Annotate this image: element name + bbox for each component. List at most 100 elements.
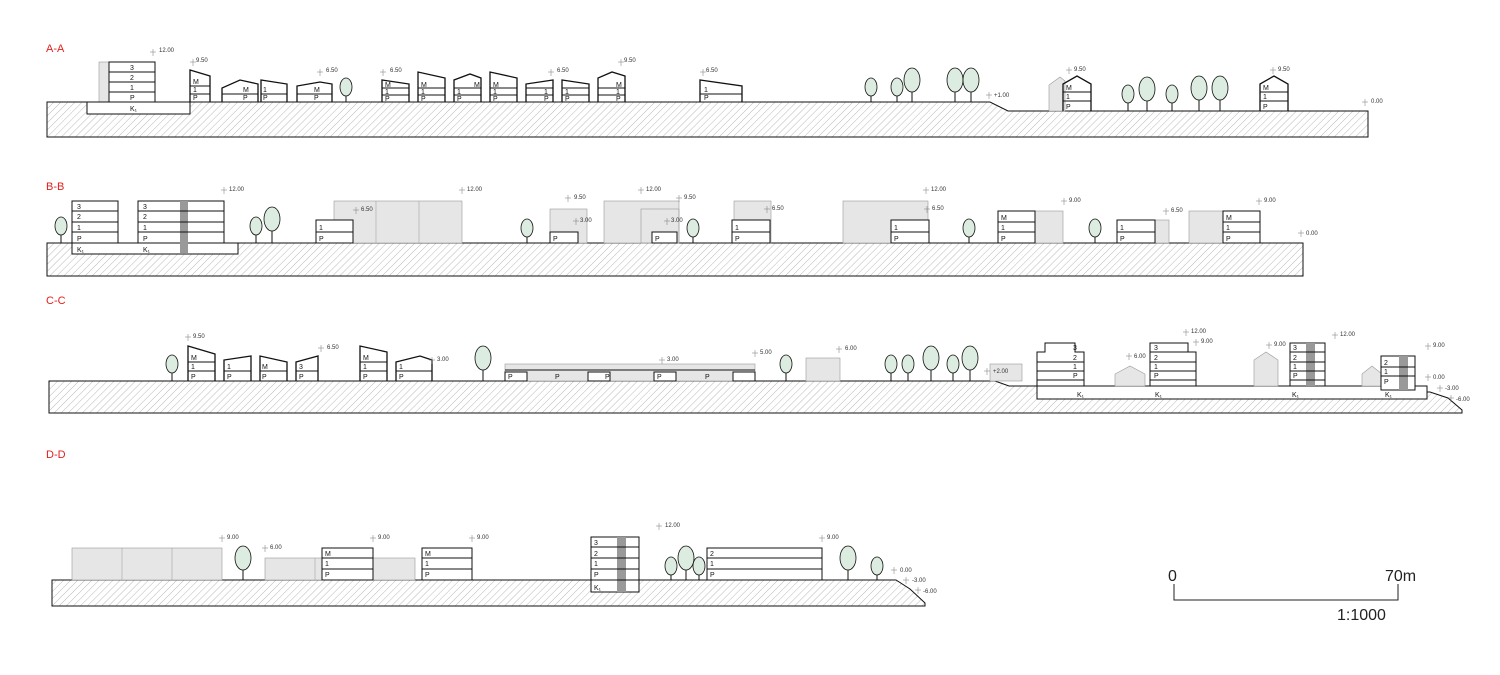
floor-code: M <box>363 355 369 362</box>
svg-text:9.00: 9.00 <box>378 535 390 541</box>
svg-text:6.50: 6.50 <box>557 68 569 74</box>
floor-code: 1 <box>544 89 548 96</box>
level-marker: 0.00 <box>1425 374 1445 381</box>
floor-code: K₁ <box>77 247 85 254</box>
svg-text:-6.00: -6.00 <box>1456 397 1470 403</box>
floor-code: 1 <box>143 225 147 232</box>
floor-code: P <box>555 374 560 381</box>
svg-text:3.00: 3.00 <box>671 218 683 224</box>
floor-code: 1 <box>457 89 461 96</box>
floor-code: M <box>474 82 480 89</box>
floor-code: 1 <box>193 87 197 94</box>
floor-code: 1 <box>894 225 898 232</box>
level-marker: 12.00 <box>459 187 483 194</box>
svg-text:-3.00: -3.00 <box>1445 386 1459 392</box>
floor-code: M <box>262 364 268 371</box>
svg-text:3.00: 3.00 <box>580 218 592 224</box>
level-marker: 12.00 <box>923 187 947 194</box>
floor-code: 2 <box>1293 355 1297 362</box>
svg-text:6.50: 6.50 <box>390 68 402 74</box>
level-marker: 12.00 <box>221 187 245 194</box>
svg-text:9.50: 9.50 <box>196 58 208 64</box>
floor-code: 1 <box>594 561 598 568</box>
floor-code: P <box>191 374 196 381</box>
level-marker: 6.50 <box>380 68 402 76</box>
floor-code: M <box>193 79 199 86</box>
svg-text:6.00: 6.00 <box>270 545 282 551</box>
floor-code: 3 <box>1154 345 1158 352</box>
floor-code: 3 <box>143 204 147 211</box>
floor-code: P <box>1384 379 1389 386</box>
svg-text:-3.00: -3.00 <box>912 578 926 584</box>
floor-code: 1 <box>191 364 195 371</box>
floor-code: P <box>399 374 404 381</box>
level-marker: 9.00 <box>1256 198 1276 205</box>
svg-text:12.00: 12.00 <box>467 187 483 193</box>
floor-code: P <box>1263 104 1268 111</box>
floor-code: P <box>263 95 268 102</box>
svg-text:0.00: 0.00 <box>1371 99 1383 105</box>
floor-code: P <box>605 374 610 381</box>
floor-code: 1 <box>421 89 425 96</box>
floor-code: M <box>243 87 249 94</box>
floor-code: P <box>705 374 710 381</box>
level-marker: 6.50 <box>700 68 718 76</box>
floor-code: 2 <box>1154 355 1158 362</box>
floor-code: 1 <box>77 225 81 232</box>
floor-code: 3 <box>77 204 81 211</box>
floor-code: P <box>655 236 660 243</box>
floor-code: K₁ <box>1292 392 1300 399</box>
floor-code: P <box>493 96 498 103</box>
level-marker: 12.00 <box>150 48 175 56</box>
svg-text:9.00: 9.00 <box>1201 339 1213 345</box>
floor-code: P <box>325 572 330 579</box>
floor-code: 1 <box>1293 364 1297 371</box>
svg-text:12.00: 12.00 <box>646 187 662 193</box>
floor-code: P <box>243 95 248 102</box>
floor-code: M <box>493 82 499 89</box>
floor-code: M <box>314 87 320 94</box>
floor-code: 2 <box>710 551 714 558</box>
section-label-dd: D-D <box>46 449 66 461</box>
svg-text:9.50: 9.50 <box>684 195 696 201</box>
floor-code: P <box>553 236 558 243</box>
floor-code: 1 <box>425 561 429 568</box>
level-marker: 6.50 <box>1163 208 1183 215</box>
floor-code: 1 <box>493 89 497 96</box>
svg-text:9.50: 9.50 <box>574 195 586 201</box>
floor-code: P <box>1120 236 1125 243</box>
floor-code: P <box>735 236 740 243</box>
svg-text:6.50: 6.50 <box>361 207 373 213</box>
floor-code: P <box>1154 373 1159 380</box>
floor-code: P <box>385 96 390 103</box>
floor-code: 1 <box>363 364 367 371</box>
svg-text:9.00: 9.00 <box>1433 343 1445 349</box>
svg-text:9.50: 9.50 <box>624 58 636 64</box>
level-marker: 6.50 <box>764 206 784 213</box>
level-marker: 9.00 <box>1061 198 1081 205</box>
section-label-aa: A-A <box>46 43 65 55</box>
floor-code: 3 <box>130 65 134 72</box>
floor-code: P <box>363 374 368 381</box>
floor-code: M <box>385 82 391 89</box>
floor-code: 1 <box>1384 369 1388 376</box>
section-label-cc: C-C <box>46 295 66 307</box>
ground-dd <box>51 579 926 607</box>
svg-text:3.00: 3.00 <box>667 357 679 363</box>
floor-code: 1 <box>565 89 569 96</box>
floor-code: M <box>325 551 331 558</box>
svg-text:6.50: 6.50 <box>1171 208 1183 214</box>
floor-code: K₁ <box>1385 392 1393 399</box>
floor-code: 3 <box>1073 345 1077 352</box>
level-marker: 9.00 <box>370 535 390 542</box>
section-dd: M 1 P M 1 P 3 2 1 P K₁ 2 1 P 9.00 6.00 9… <box>51 523 937 607</box>
floor-code: 2 <box>594 551 598 558</box>
section-label-bb: B-B <box>46 181 64 193</box>
floor-code: P <box>193 95 198 102</box>
svg-text:12.00: 12.00 <box>159 48 175 54</box>
section-aa: K₁ 3 2 1 P M 1 P M P 1 P M P <box>46 48 1383 138</box>
level-marker: -6.00 <box>915 587 937 595</box>
floor-code: P <box>314 95 319 102</box>
level-marker: -6.00 <box>1448 395 1470 403</box>
